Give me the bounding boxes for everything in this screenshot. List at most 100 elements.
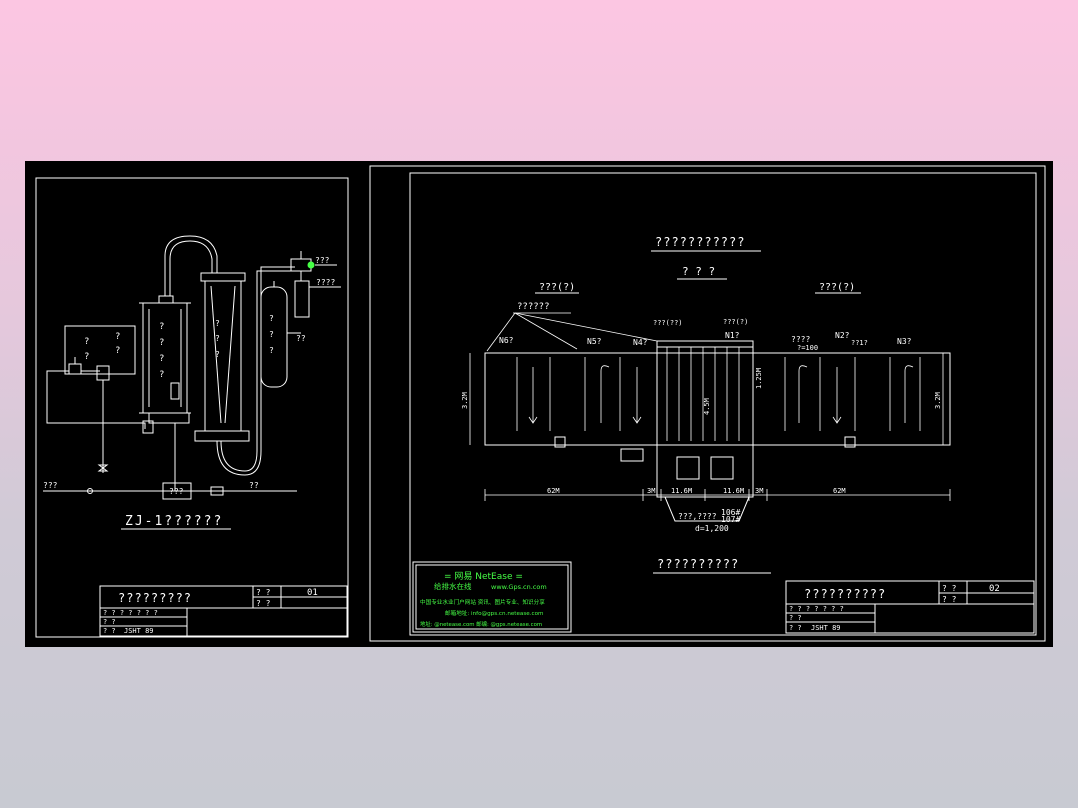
column-2-top-flange [200,272,246,282]
stamp-url: www.Gps.cn.com [491,583,547,591]
netease-stamp: = 网易 NetEase = 给排水在线 www.Gps.cn.com 中国专业… [412,561,572,633]
label-n1-top: ???(?) [723,318,748,326]
control-box-label-2: ? [84,352,89,362]
reaction-column-1 [142,302,188,414]
right-title-block: ?????????? ? ? ? ? 02 ? ? ? ? ? ? ? ? ? … [785,580,1035,634]
label-side-right: ?? [296,334,306,343]
gas-cylinder-label-1: ? [269,314,274,323]
flow-arrow-4 [798,365,808,423]
basin-outer [484,352,951,446]
label-n1: N1? [725,331,740,340]
column-1-label-1: ? [159,322,164,332]
right-tb-row1: ? ? ? ? ? ? ? [789,605,844,613]
label-n5: N5? [587,337,602,346]
gas-cylinder [260,286,288,388]
dim-107: 107# [721,515,740,524]
label-n2b: ??1? [851,339,868,347]
dosing-pump [162,482,192,500]
dim-106: 106# [721,508,740,517]
right-tb-row3-label: ? ? [789,624,802,632]
right-sheet-title: ??????????? [655,235,745,249]
cad-drawing-canvas: ? ? ? ? ? ? ? ? ? ? ? [25,161,1053,647]
sump-hopper [664,496,750,522]
dim-116-right: 11.6M [723,487,744,495]
outlet-right [844,436,856,448]
pipe-diameter: d=1,200 [695,524,729,533]
label-n3: N3? [897,337,912,346]
column-2-label-1: ? [215,319,220,328]
main-pipe-joint [87,488,93,494]
flow-arrow-2 [600,365,610,423]
column-2-taper-left [210,285,222,424]
right-tb-name: ?????????? [804,587,886,601]
column-1-base [148,412,190,424]
gas-cylinder-label-3: ? [269,346,274,355]
left-title-block: ????????? ? ? ? ? 01 ? ? ? ? ? ? ? ? ? ?… [99,585,348,637]
stamp-line-2: 邮箱地址: info@gps.cn.netease.com [445,609,543,617]
pipe-box-to-column [46,370,146,429]
label-n3-sub: ?=100 [797,344,818,352]
left-tb-drawing-no: 01 [307,588,318,598]
control-box [64,325,136,375]
dim-core-height: 4.5M [703,398,711,415]
control-box-valve [68,363,82,375]
stamp-frame-inner [415,564,569,630]
label-pipe-left: ??? [43,481,58,490]
label-pipe-right: ?? [249,481,259,490]
left-tb-row3-label: ? ? [103,627,116,635]
column-2-label-2: ? [215,334,220,343]
right-tb-label-b: ? ? [942,595,957,604]
label-top-right-2: ???? [316,278,335,287]
flow-arrow-1 [528,367,538,424]
stamp-line-3: 地址: @netease.com 邮编: @gps.netease.com [420,620,542,628]
flow-arrow-6 [904,365,914,423]
right-tb-row3-value: JSHT 89 [811,624,841,632]
filter-column-2 [204,280,242,432]
stamp-line-1: 中国专业水业门户网站 资讯、图片专业、知识分享 [420,598,545,606]
column-1-outlet [142,420,154,434]
label-n6: N6? [499,336,514,345]
pipe-column-2-to-tank [220,270,295,472]
left-tb-label-a: ? ? [256,588,271,597]
section-right-label: ???(?) [819,282,855,293]
valve-vertical [97,464,109,472]
dim-left-height: 3.2M [461,392,469,409]
basin-section [484,340,951,522]
sump-pump-1 [676,456,700,480]
dim-mid-height: 1.25M [755,368,763,389]
column-1-label-2: ? [159,338,164,348]
flow-meter-small [96,365,110,381]
column-2-taper-right [224,285,236,424]
right-tb-row2: ? ? [789,614,802,622]
label-n4: N4? [633,338,648,347]
label-n2: N2? [835,331,850,340]
column-2-base [194,430,250,442]
pipe-note: ???,???? [678,512,717,521]
dim-62-left: 62M [547,487,560,495]
left-sheet: ? ? ? ? ? ? ? ? ? ? ? [35,177,349,638]
label-top-right-1: ??? [315,256,330,265]
stamp-name: 给排水在线 [434,581,472,591]
flow-arrow-3 [632,367,642,424]
sump-pump-2 [710,456,734,480]
right-sheet-inner-border [409,172,1037,636]
label-n1-mid: ???(??) [653,319,683,327]
stamp-brand: = 网易 NetEase = [444,571,523,582]
dim-3-right: 3M [755,487,763,495]
dim-116-left: 11.6M [671,487,692,495]
leader-label: ?????? [517,302,550,312]
right-sheet-subtitle: ? ? ? [682,265,715,278]
right-sheet: ??????????? ? ? ? ???(?) ???(?) ?????? [369,165,1046,642]
outlet-left [554,436,566,448]
green-indicator-light [307,261,315,269]
label-n3-top: ???? [791,335,810,344]
column-1-label-3: ? [159,354,164,364]
leader-line-2 [514,312,578,350]
left-tb-row3-value: JSHT 89 [124,627,154,635]
column-1-sensor [170,382,180,400]
left-tb-name: ????????? [118,591,192,605]
pump-label: ??? [169,487,184,496]
stamp-frame-outer [412,561,572,633]
control-box-label-1: ? [84,337,89,347]
gas-cylinder-label-2: ? [269,330,274,339]
